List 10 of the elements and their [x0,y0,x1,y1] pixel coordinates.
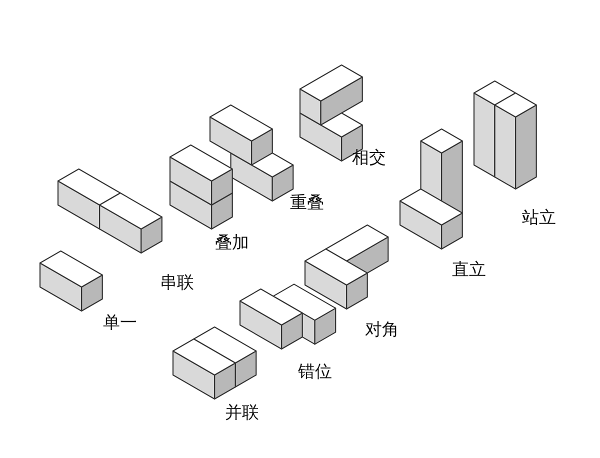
shape-label: 相交 [352,150,386,167]
shape-label: 叠加 [215,235,249,252]
shape-label: 并联 [225,405,259,422]
shape-label: 站立 [522,210,556,227]
shape-label: 重叠 [290,195,324,212]
shape-label: 直立 [452,262,486,279]
shape-label: 对角 [365,322,399,339]
shape-label: 串联 [160,275,194,292]
shape-label: 单一 [103,315,137,332]
shape-label: 错位 [298,364,332,381]
